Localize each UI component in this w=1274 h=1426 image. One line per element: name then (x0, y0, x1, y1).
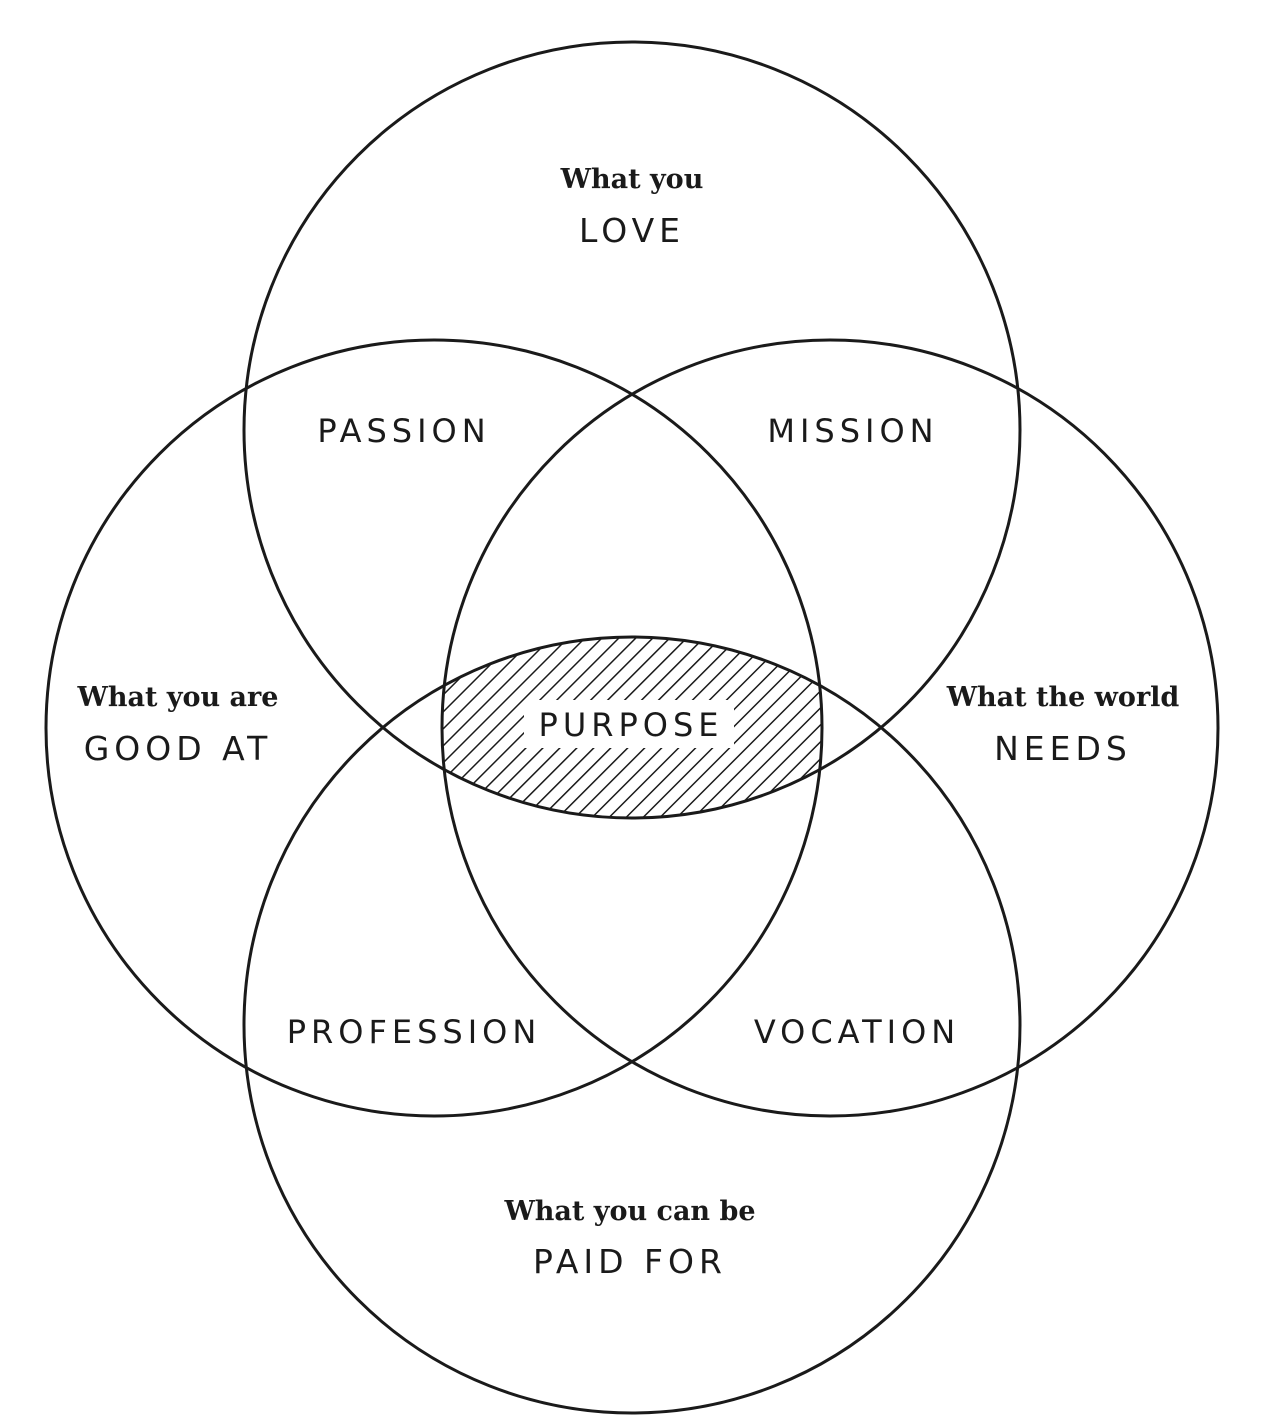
love-label: LOVE (579, 211, 685, 250)
circle-world-needs (440, 338, 1220, 1118)
world-needs-label: NEEDS (994, 729, 1132, 768)
circle-good-at (44, 338, 824, 1118)
circle-paid-for (242, 635, 1022, 1415)
love-caption: What you (560, 164, 704, 195)
profession-label: PROFESSION (287, 1013, 542, 1051)
purpose-label-box (524, 700, 734, 748)
vocation-label: VOCATION (754, 1013, 960, 1051)
paid-for-label: PAID FOR (533, 1242, 727, 1281)
good-at-label: GOOD AT (84, 729, 273, 768)
mission-label: MISSION (767, 412, 938, 450)
passion-label: PASSION (317, 412, 490, 450)
purpose-label: PURPOSE (539, 706, 724, 744)
paid-for-caption: What you can be (503, 1196, 755, 1227)
good-at-caption: What you are (77, 682, 279, 713)
circle-love (242, 40, 1022, 820)
world-needs-caption: What the world (946, 682, 1180, 713)
